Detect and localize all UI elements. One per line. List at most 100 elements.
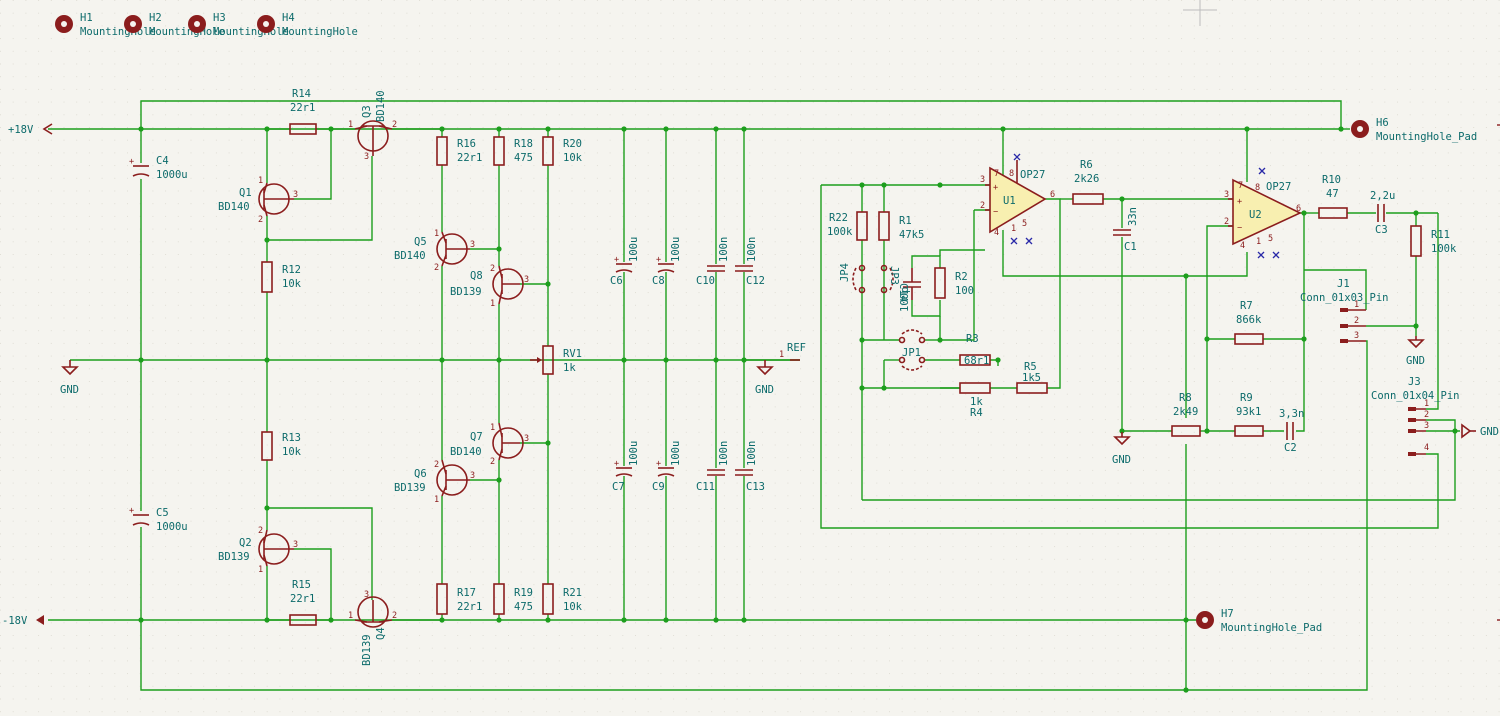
ref: R20 <box>563 138 582 150</box>
resistor-r21[interactable]: R21 10k <box>542 583 583 615</box>
resistor-r10[interactable]: R10 47 <box>1318 174 1348 219</box>
resistor-r12[interactable]: R12 10k <box>261 261 302 293</box>
resistor-r15[interactable]: R15 22r1 <box>289 579 317 626</box>
resistor-r5[interactable]: R5 1k5 <box>1016 361 1048 394</box>
gnd-symbol-j1[interactable]: GND <box>1406 336 1425 367</box>
resistor-r16[interactable]: R16 22r1 <box>436 136 482 166</box>
resistor-r2[interactable]: R2 100 <box>934 267 974 299</box>
cursor-crosshair-icon <box>1183 0 1217 26</box>
ref: H3 <box>213 12 226 24</box>
transistor-q2[interactable]: 213 Q2 BD139 <box>218 526 298 575</box>
svg-text:1: 1 <box>1354 300 1359 310</box>
capacitor-c7[interactable]: + C7 100u <box>612 441 640 493</box>
svg-text:2: 2 <box>258 526 263 536</box>
mounting-hole-h2[interactable]: H2 MountingHole <box>124 12 225 38</box>
svg-text:3: 3 <box>293 540 298 550</box>
mounting-hole-h4[interactable]: H4 MountingHole <box>257 12 358 38</box>
gnd-symbol-left[interactable]: GND <box>60 360 79 396</box>
value: MountingHole <box>80 26 156 38</box>
svg-text:3: 3 <box>524 275 529 285</box>
transistor-q5[interactable]: 123 Q5 BD140 <box>394 229 475 273</box>
jumper-jp3[interactable]: JP3 <box>880 264 901 294</box>
capacitor-c12[interactable]: C12 100n <box>735 237 765 287</box>
power-flag-pos[interactable]: +18V <box>8 123 53 136</box>
mounting-hole-h7[interactable]: H7 MountingHole_Pad <box>1196 608 1322 634</box>
transistor-q1[interactable]: 123 Q1 BD140 <box>218 176 298 225</box>
value: 100u <box>628 441 640 466</box>
ref: C11 <box>696 481 715 493</box>
power-flag-neg[interactable]: -18V <box>2 615 44 627</box>
gnd-label: GND <box>60 384 79 396</box>
svg-text:1: 1 <box>1256 237 1261 247</box>
ref: Q3 <box>361 105 373 118</box>
gnd-symbol-j3[interactable]: GND <box>1461 423 1499 439</box>
svg-text:3: 3 <box>1424 421 1429 431</box>
transistor-q8[interactable]: 213 Q8 BD139 <box>450 264 529 309</box>
svg-text:3: 3 <box>1354 331 1359 341</box>
capacitor-c9[interactable]: + C9 100u <box>652 441 682 493</box>
resistor-r13[interactable]: R13 10k <box>261 431 302 461</box>
resistor-r7[interactable]: R7 866k <box>1234 300 1264 345</box>
capacitor-c3[interactable]: 2,2u C3 <box>1370 190 1395 236</box>
resistor-r19[interactable]: R19 475 <box>493 583 533 615</box>
gnd-symbol-c1[interactable]: GND <box>1112 432 1131 466</box>
resistor-r3[interactable]: R3 68r1 <box>959 333 991 367</box>
jumper-jp1[interactable]: JP1 <box>898 347 926 371</box>
resistor-r20[interactable]: R20 10k <box>542 136 583 166</box>
potentiometer-rv1[interactable]: RV1 1k <box>530 345 582 375</box>
capacitor-c10[interactable]: C10 100n <box>696 237 730 287</box>
ref: R2 <box>955 271 968 283</box>
resistor-r9[interactable]: R9 93k1 <box>1234 392 1264 437</box>
svg-text:+: + <box>1237 197 1242 207</box>
value: 93k1 <box>1236 406 1261 418</box>
value: 100n <box>718 441 730 466</box>
capacitor-c2[interactable]: 3,3n C2 <box>1279 408 1304 454</box>
jumper-jp1-top[interactable] <box>898 329 926 344</box>
capacitor-c4[interactable]: + C4 1000u <box>129 155 188 181</box>
svg-text:2: 2 <box>980 201 985 211</box>
ref-label[interactable]: 1 REF <box>779 342 806 361</box>
capacitor-c8[interactable]: + C8 100u <box>652 237 682 287</box>
ref: R9 <box>1240 392 1253 404</box>
transistor-q7[interactable]: 123 Q7 BD140 <box>450 422 529 467</box>
resistor-r1[interactable]: R1 47k5 <box>878 211 924 241</box>
capacitor-c13[interactable]: C13 100n <box>735 441 765 493</box>
value: 3,3n <box>1279 408 1304 420</box>
capacitor-c1[interactable]: C1 33n <box>1113 207 1139 253</box>
ref: C5 <box>156 507 169 519</box>
capacitor-c5[interactable]: + C5 1000u <box>129 506 188 533</box>
ref: U2 <box>1249 209 1262 221</box>
resistor-r4[interactable]: 1k R4 <box>959 382 991 419</box>
capacitor-c11[interactable]: C11 100n <box>696 441 730 493</box>
value: MountingHole_Pad <box>1376 131 1477 143</box>
resistor-r22[interactable]: R22 100k <box>827 211 868 241</box>
svg-text:8: 8 <box>1255 183 1260 193</box>
connector-j1[interactable]: 123 J1 Conn_01x03_Pin <box>1300 278 1389 343</box>
mounting-hole-h6[interactable]: H6 MountingHole_Pad <box>1351 117 1477 143</box>
ref: Q6 <box>414 468 427 480</box>
resistor-r11[interactable]: R11 100k <box>1410 225 1457 257</box>
ref: J3 <box>1408 376 1421 388</box>
resistor-r18[interactable]: R18 475 <box>493 136 533 166</box>
value: BD140 <box>218 201 250 213</box>
transistor-q6[interactable]: 213 Q6 BD139 <box>394 459 475 505</box>
gnd-symbol-ref[interactable]: GND <box>755 360 774 396</box>
ref: C14 <box>897 283 909 302</box>
value: 1k <box>970 396 983 408</box>
gnd-label: GND <box>1406 355 1425 367</box>
resistor-r6[interactable]: R6 2k26 <box>1072 159 1104 205</box>
resistor-r17[interactable]: R17 22r1 <box>436 583 482 615</box>
svg-text:6: 6 <box>1296 204 1301 214</box>
resistor-r8[interactable]: R8 2k49 <box>1171 392 1201 437</box>
resistor-r14[interactable]: R14 22r1 <box>289 88 317 135</box>
jumper-jp4[interactable]: JP4 <box>839 263 866 294</box>
ref: R8 <box>1179 392 1192 404</box>
capacitor-c14[interactable]: C14 100p <box>897 268 921 312</box>
capacitor-c6[interactable]: + C6 100u <box>610 237 640 287</box>
